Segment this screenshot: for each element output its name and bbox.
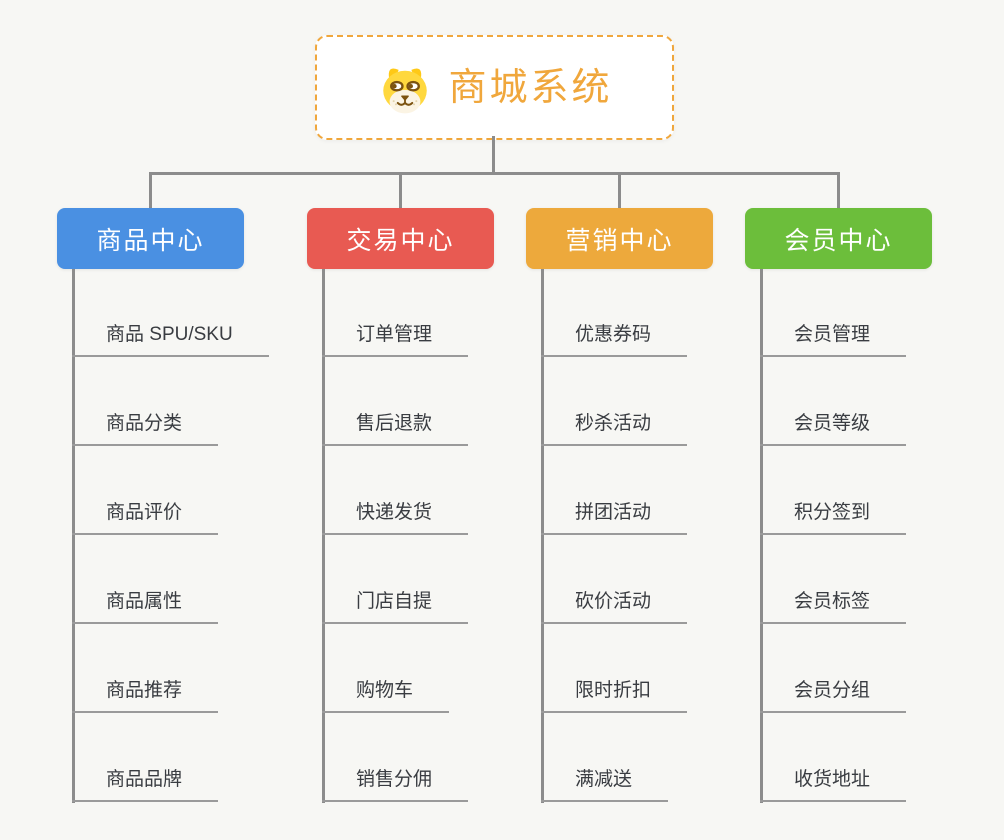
branch-node-trade-center[interactable]: 交易中心 xyxy=(307,208,494,269)
leaf-node[interactable]: 销售分佣 xyxy=(322,768,469,802)
leaf-node[interactable]: 会员等级 xyxy=(760,412,907,446)
leaf-node[interactable]: 商品属性 xyxy=(72,590,219,624)
connector-trunk xyxy=(760,269,763,803)
branch-node-marketing-center[interactable]: 营销中心 xyxy=(526,208,713,269)
connector-trunk xyxy=(72,269,75,803)
leaf-node[interactable]: 会员管理 xyxy=(760,323,907,357)
leaf-node[interactable]: 购物车 xyxy=(322,679,450,713)
branch-column-member: 会员中心 会员管理 会员等级 积分签到 会员标签 会员分组 收货地址 xyxy=(745,0,1004,840)
connector-root-drop xyxy=(492,136,495,175)
leaf-node[interactable]: 限时折扣 xyxy=(541,679,688,713)
branch-column-trade: 交易中心 订单管理 售后退款 快递发货 门店自提 购物车 销售分佣 xyxy=(307,0,567,840)
leaf-node[interactable]: 商品分类 xyxy=(72,412,219,446)
leaf-node[interactable]: 收货地址 xyxy=(760,768,907,802)
connector-drop-product xyxy=(149,172,152,210)
connector-trunk xyxy=(322,269,325,803)
connector-horizontal-bar xyxy=(149,172,839,175)
connector-drop-trade xyxy=(399,172,402,210)
connector-trunk xyxy=(541,269,544,803)
leaf-node[interactable]: 拼团活动 xyxy=(541,501,688,535)
leaf-node[interactable]: 商品品牌 xyxy=(72,768,219,802)
branch-column-product: 商品中心 商品 SPU/SKU 商品分类 商品评价 商品属性 商品推荐 商品品牌 xyxy=(57,0,317,840)
root-title: 商城系统 xyxy=(448,66,613,109)
leaf-node[interactable]: 砍价活动 xyxy=(541,590,688,624)
leaf-node[interactable]: 快递发货 xyxy=(322,501,469,535)
leaf-node[interactable]: 积分签到 xyxy=(760,501,907,535)
leaf-node[interactable]: 会员分组 xyxy=(760,679,907,713)
leaf-node[interactable]: 售后退款 xyxy=(322,412,469,446)
leaf-node[interactable]: 商品 SPU/SKU xyxy=(72,323,269,357)
leaf-node[interactable]: 门店自提 xyxy=(322,590,469,624)
leaf-node[interactable]: 优惠券码 xyxy=(541,323,688,357)
connector-drop-marketing xyxy=(618,172,621,210)
leaf-node[interactable]: 满减送 xyxy=(541,768,669,802)
branch-node-product-center[interactable]: 商品中心 xyxy=(57,208,244,269)
leaf-node[interactable]: 订单管理 xyxy=(322,323,469,357)
branch-column-marketing: 营销中心 优惠券码 秒杀活动 拼团活动 砍价活动 限时折扣 满减送 xyxy=(526,0,786,840)
leaf-node[interactable]: 会员标签 xyxy=(760,590,907,624)
leaf-node[interactable]: 商品推荐 xyxy=(72,679,219,713)
dog-face-icon xyxy=(383,68,428,113)
connector-drop-member xyxy=(837,172,840,210)
root-node[interactable]: 商城系统 xyxy=(315,35,674,140)
leaf-node[interactable]: 秒杀活动 xyxy=(541,412,688,446)
leaf-node[interactable]: 商品评价 xyxy=(72,501,219,535)
branch-node-member-center[interactable]: 会员中心 xyxy=(745,208,932,269)
